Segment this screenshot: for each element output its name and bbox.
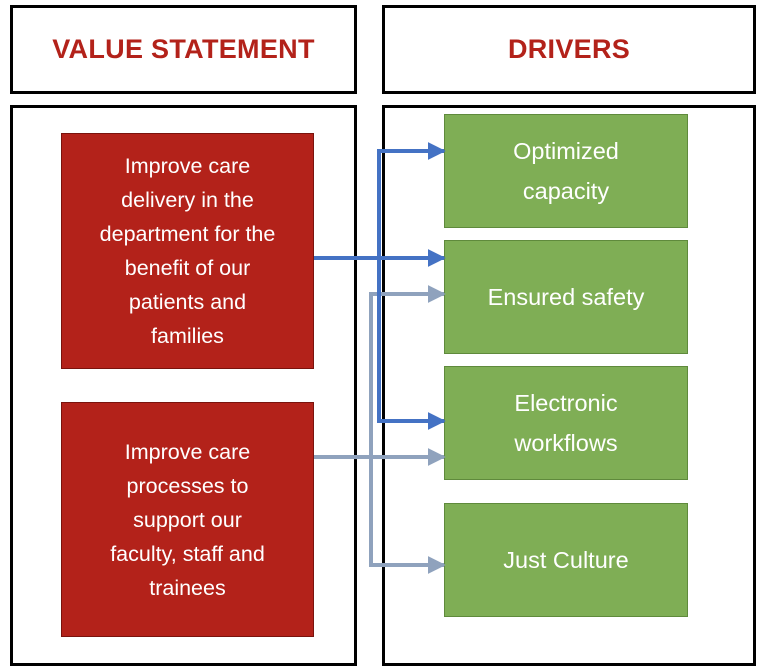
drivers-header-label: DRIVERS: [507, 34, 631, 64]
value-statement-header-label: VALUE STATEMENT: [52, 34, 315, 64]
value-statement-box-care-delivery: Improve care delivery in the department …: [61, 133, 314, 369]
driver-text: Just Culture: [503, 547, 629, 573]
value-statement-text: Improve care delivery in the department …: [99, 154, 276, 348]
driver-box-ensured-safety: Ensured safety: [444, 240, 688, 354]
connector-to-ensured-safety: [369, 285, 446, 565]
drivers-header: DRIVERS: [382, 5, 756, 94]
value-statement-box-care-processes: Improve care processes to support our fa…: [61, 402, 314, 637]
connector-to-optimized-capacity: [377, 142, 446, 258]
driver-text: Electronic workflows: [514, 390, 618, 456]
driver-box-optimized-capacity: Optimized capacity: [444, 114, 688, 228]
connector-to-just-culture: [369, 294, 446, 574]
driver-box-just-culture: Just Culture: [444, 503, 688, 617]
driver-box-electronic-workflows: Electronic workflows: [444, 366, 688, 480]
care-processes-connectors: [314, 285, 446, 574]
driver-text: Optimized capacity: [513, 138, 619, 204]
connector-to-electronic-workflows: [377, 258, 446, 430]
care-delivery-connectors: [314, 142, 446, 430]
driver-text: Ensured safety: [487, 284, 645, 310]
value-statement-header: VALUE STATEMENT: [10, 5, 357, 94]
value-statement-text: Improve care processes to support our fa…: [110, 439, 265, 600]
